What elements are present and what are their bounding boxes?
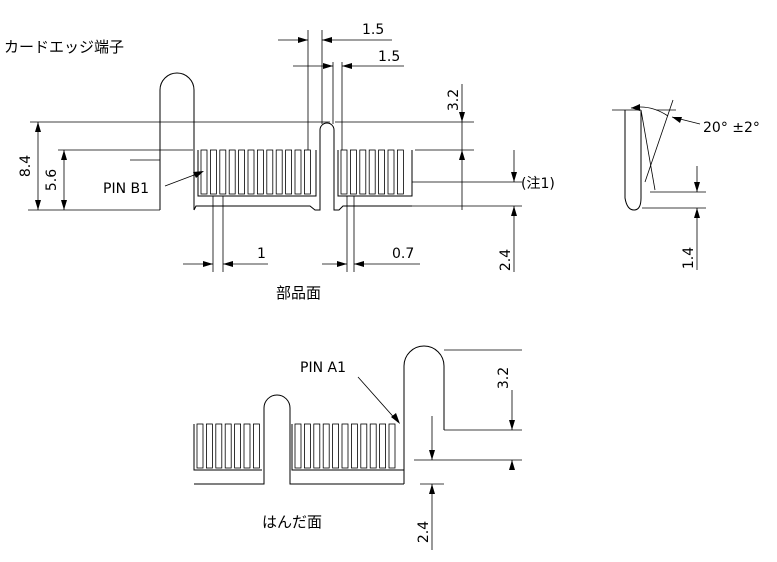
pad-finger [252,423,260,469]
dim-chamfer-height: 1.4 [681,247,697,269]
dim-key-height: 3.2 [446,89,462,111]
pad-finger [256,149,264,195]
pad-finger [294,423,302,469]
dim-edge-height: 2.4 [498,249,514,271]
dim-key-width-inner: 1.5 [378,49,400,65]
pads-right-group [340,149,404,195]
pad-finger [303,423,311,469]
drawing-title: カードエッジ端子 [4,38,124,56]
component-side-view: 8.4 5.6 PIN B1 1.5 1.5 3.2 [18,22,555,302]
pad-finger [228,149,236,195]
side-profile-view: 20° ±2° 1.4 [612,99,760,270]
pad-finger [209,149,217,195]
left-tab-outline [159,72,195,210]
pad-finger [243,423,251,469]
pad-finger [349,149,357,195]
pad-finger [378,149,386,195]
dim-pad-width: 0.7 [392,246,414,262]
solder-pad-frame-right [291,424,404,471]
pads-solder-right-group [294,423,396,469]
board-outline [193,122,412,211]
pad-finger [341,423,349,469]
solder-dim-edge-height: 2.4 [416,521,432,543]
pin-b1-label: PIN B1 [103,181,149,197]
pad-finger [359,149,367,195]
pad-finger [369,423,377,469]
dim-pad-height: 5.6 [44,169,60,191]
solder-dim-key-height: 3.2 [496,367,512,389]
pad-finger [350,423,358,469]
solder-pad-frame-left [193,424,262,471]
pad-finger [196,423,204,469]
pad-finger [368,149,376,195]
pad-finger [224,423,232,469]
pad-finger [215,423,223,469]
pin-a1-label: PIN A1 [300,360,346,376]
pad-finger [379,423,387,469]
solder-side-view: PIN A1 3.2 2.4 はんだ面 [193,345,522,550]
component-side-caption: 部品面 [276,284,321,302]
pad-finger [205,423,213,469]
pad-frame-right [337,150,413,197]
pad-finger [303,149,311,195]
pad-finger [219,149,227,195]
pad-finger [234,423,242,469]
board-profile [624,110,642,211]
pad-finger [396,149,404,195]
solder-board-outline [194,394,404,485]
pad-finger [285,149,293,195]
pad-finger [332,423,340,469]
pad-finger [322,423,330,469]
pad-finger [275,149,283,195]
pad-finger [360,423,368,469]
pads-left-group [200,149,311,195]
dim-total-height: 8.4 [18,155,34,177]
pad-finger [266,149,274,195]
pad-finger [294,149,302,195]
pad-finger [340,149,348,195]
right-tab-outline [403,345,445,484]
solder-side-caption: はんだ面 [262,513,322,531]
dim-pad-pitch: 1 [257,246,266,262]
pad-finger [313,423,321,469]
pad-finger [387,149,395,195]
pad-finger [238,149,246,195]
pads-solder-left-group [196,423,260,469]
pad-finger [388,423,396,469]
chamfer-angle-label: 20° ±2° [703,120,760,136]
pad-finger [247,149,255,195]
dim-key-width-outer: 1.5 [362,22,384,38]
note-1-label: (注1) [521,176,555,192]
